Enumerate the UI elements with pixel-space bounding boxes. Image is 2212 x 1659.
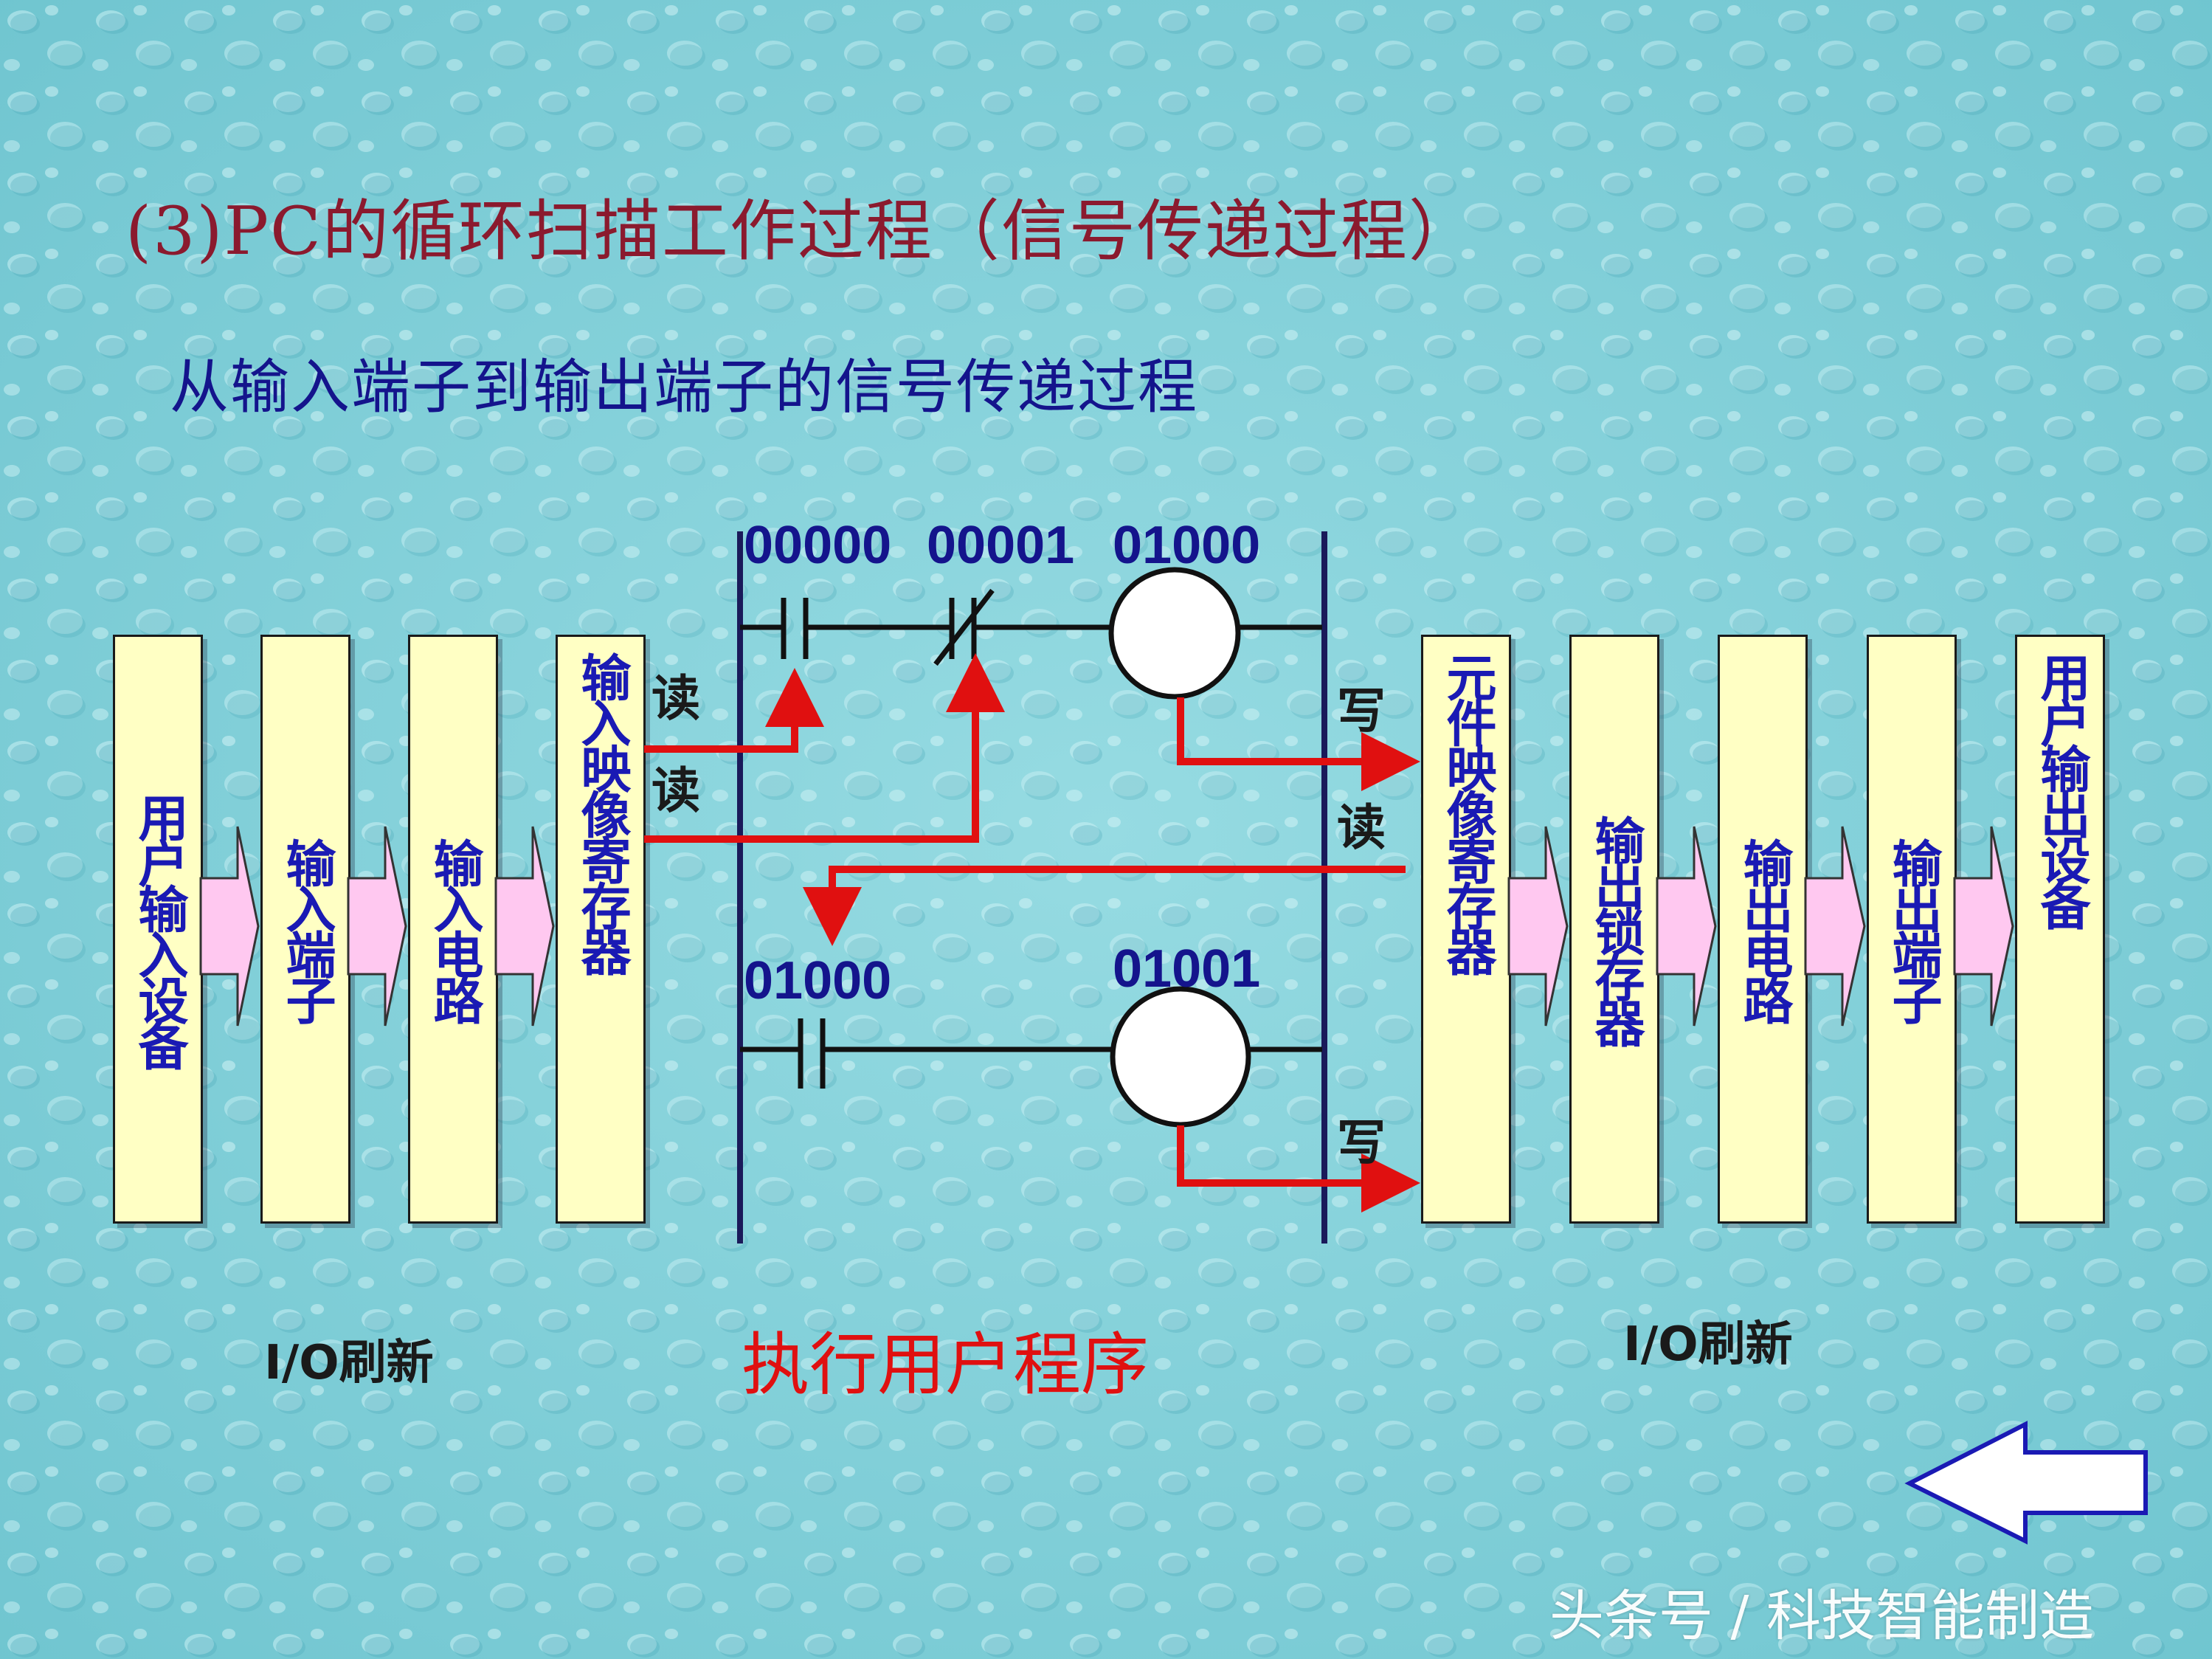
read-line-3 (803, 866, 1406, 946)
flow-arrow (1507, 826, 1569, 1027)
box-label: 输出电路 (1734, 838, 1792, 1021)
io-refresh-right-label: I/O刷新 (1623, 1317, 1793, 1372)
box-label: 元件映像寄存器 (1437, 652, 1496, 972)
read-line-1 (644, 668, 824, 753)
box-label: 输出端子 (1883, 838, 1941, 1021)
read-label: 读 (651, 670, 700, 727)
input-image-register-box: 输入映像寄存器 (556, 635, 646, 1224)
write-line-1 (1177, 697, 1420, 791)
box-label: 输出锁存器 (1586, 815, 1644, 1044)
execute-user-program-label: 执行用户程序 (742, 1325, 1150, 1404)
output-terminal-box: 输出端子 (1867, 635, 1957, 1224)
box-label: 输入映像寄存器 (572, 652, 630, 972)
user-input-device-box: 用户输入设备 (113, 635, 203, 1224)
coil-01001 (1110, 986, 1251, 1128)
watermark: 头条号 / 科技智能制造 (1549, 1584, 2094, 1648)
flow-arrow (494, 826, 555, 1027)
read-label: 读 (1337, 799, 1386, 856)
io-refresh-left-label: I/O刷新 (264, 1336, 434, 1390)
read-label: 读 (651, 762, 700, 819)
slide-title: (3)PC的循环扫描工作过程（信号传递过程） (125, 193, 1476, 270)
slide-subtitle: 从输入端子到输出端子的信号传递过程 (170, 353, 1198, 421)
back-button[interactable] (1909, 1424, 2146, 1541)
left-arrow-icon (1904, 1421, 2148, 1545)
flow-arrow (1656, 826, 1717, 1027)
coil-01000 (1108, 567, 1241, 700)
rung-1 (740, 567, 1322, 700)
box-label: 输入电路 (424, 838, 483, 1021)
flow-arrow (347, 826, 407, 1027)
box-label: 用户输入设备 (129, 792, 187, 1066)
contact-00000-label: 00000 (744, 516, 892, 575)
write-line-2 (1177, 1125, 1420, 1213)
box-label: 用户输出设备 (2031, 652, 2090, 926)
coil-01001-label: 01001 (1113, 939, 1261, 998)
read-line-2 (644, 653, 1005, 843)
flow-arrow (199, 826, 260, 1027)
flow-arrow (1804, 826, 1866, 1027)
write-label: 写 (1337, 1114, 1386, 1171)
contact-00001-label: 00001 (927, 516, 1075, 575)
user-output-device-box: 用户输出设备 (2015, 635, 2105, 1224)
box-label: 输入端子 (277, 838, 335, 1021)
coil-01000-label: 01000 (1113, 516, 1261, 575)
contact-01000-label: 01000 (744, 951, 892, 1010)
signal-lines (644, 653, 1420, 1213)
output-circuit-box: 输出电路 (1718, 635, 1808, 1224)
flow-arrows (199, 826, 2014, 1027)
flow-arrow (1953, 826, 2014, 1027)
rung-2 (740, 986, 1322, 1128)
write-label: 写 (1337, 683, 1386, 739)
